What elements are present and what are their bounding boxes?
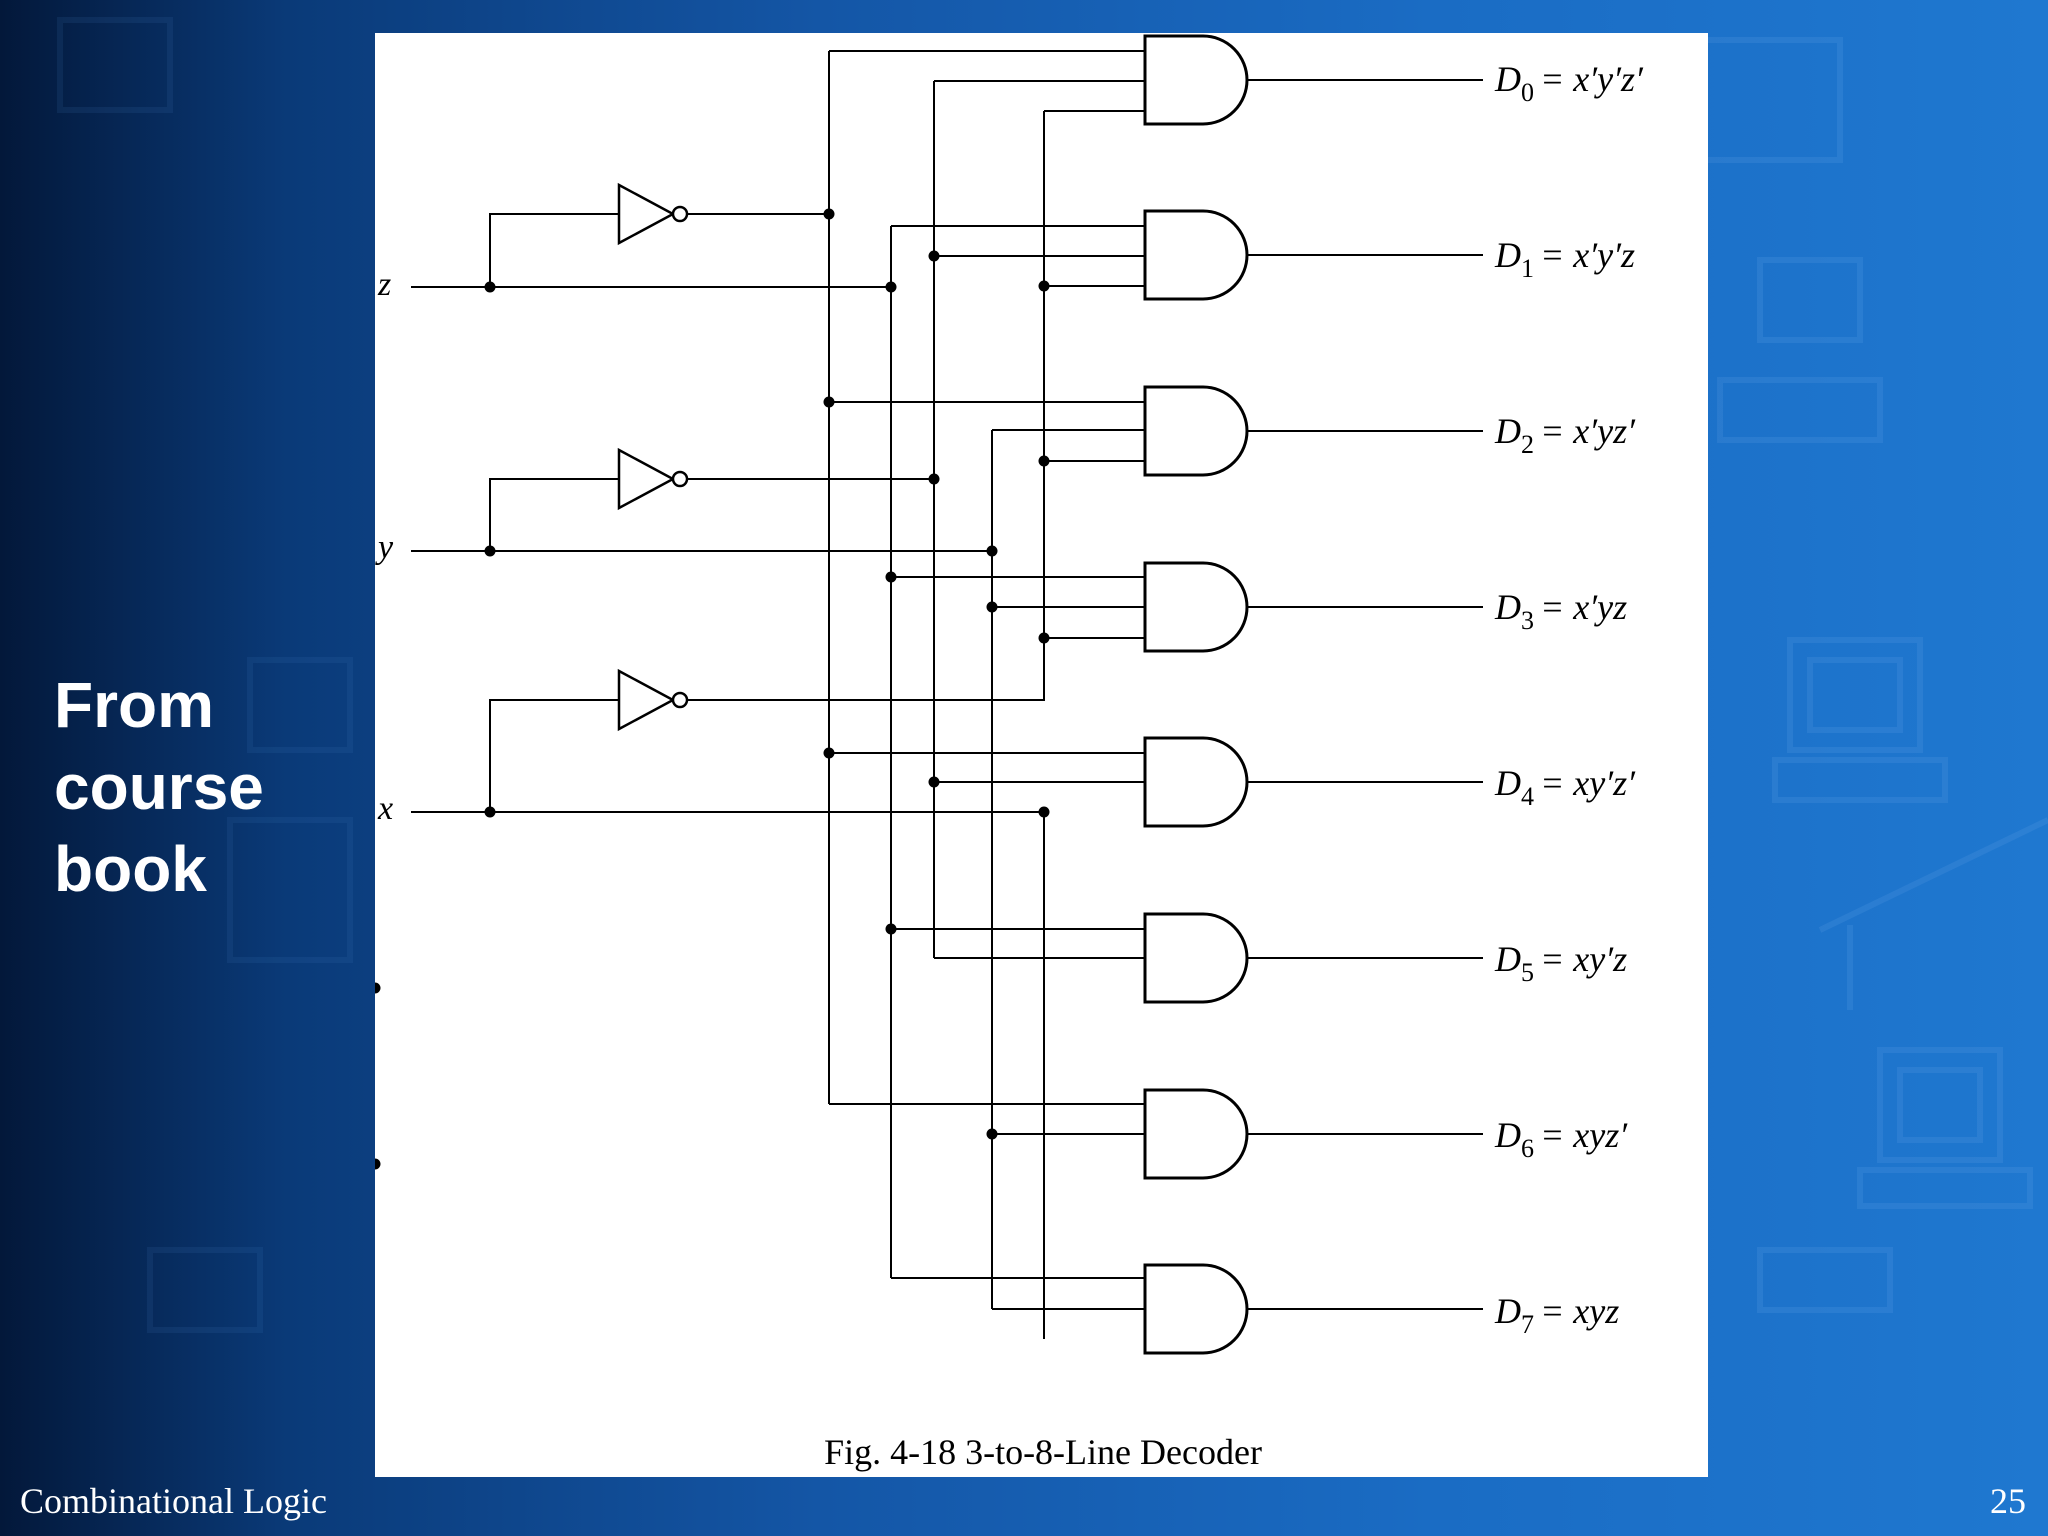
junction-gate-3-0	[885, 571, 897, 583]
junction-gate-3-2	[1038, 632, 1050, 644]
junction-y	[986, 545, 998, 557]
junction-gate-4-1	[928, 776, 940, 788]
junction-gate-1-2	[1038, 280, 1050, 292]
side-label-line-2: course	[54, 751, 264, 823]
and-gate-7	[1143, 1263, 1249, 1355]
inverter-feed-z	[489, 213, 619, 287]
output-label-d0: D0= x′y′z′	[1494, 59, 1644, 107]
output-labels: D0= x′y′z′ D1= x′y′z D2= x′yz′ D3= x′yz …	[1494, 59, 1644, 1339]
output-label-d4: D4= xy′z′	[1494, 763, 1636, 811]
junction-dots	[375, 208, 1050, 1170]
junction-ybar	[928, 473, 940, 485]
decoder-figure: z y x D0= x′y′z′ D1= x′y′z D2= x′yz′ D3=…	[375, 33, 1708, 1477]
junction-gate-4-0	[823, 747, 835, 759]
xbar-feed	[687, 111, 1045, 701]
inverter-bubble-z	[671, 205, 689, 223]
and-gate-6	[1143, 1088, 1249, 1180]
junction-gate-2-0	[823, 396, 835, 408]
inverter-x	[617, 668, 676, 732]
junction-x	[1038, 806, 1050, 818]
junction-gate-2-2	[1038, 455, 1050, 467]
inverter-z	[617, 182, 676, 246]
and-gate-2	[1143, 385, 1249, 477]
page-number: 25	[1990, 1481, 2026, 1521]
inverter-bubble-y	[671, 470, 689, 488]
junction-gate-3-1	[986, 601, 998, 613]
output-label-d6: D6= xyz′	[1494, 1115, 1628, 1163]
junction-gate-6-2	[375, 1158, 381, 1170]
inverter-feed-y	[489, 478, 619, 551]
output-label-d2: D2= x′yz′	[1494, 411, 1636, 459]
input-label-x: x	[377, 790, 393, 827]
and-gate-4	[1143, 736, 1249, 828]
and-gate-3	[1143, 561, 1249, 653]
figure-caption: Fig. 4-18 3-to-8-Line Decoder	[824, 1432, 1262, 1472]
inverter-y	[617, 447, 676, 511]
output-label-d7: D7= xyz	[1494, 1291, 1619, 1339]
junction-z-split	[484, 281, 496, 293]
side-label-line-3: book	[54, 833, 207, 905]
junction-gate-5-2	[375, 982, 381, 994]
and-gates	[1143, 34, 1249, 1355]
junction-gate-6-1	[986, 1128, 998, 1140]
junction-z	[885, 281, 897, 293]
junction-zbar	[823, 208, 835, 220]
input-label-z: z	[377, 266, 391, 303]
decoder-circuit: z y x D0= x′y′z′ D1= x′y′z D2= x′yz′ D3=…	[375, 33, 1644, 1472]
and-gate-5	[1143, 912, 1249, 1004]
and-gate-1	[1143, 209, 1249, 301]
output-label-d3: D3= x′yz	[1494, 587, 1627, 635]
side-label: From course book	[54, 664, 374, 910]
output-label-d5: D5= xy′z	[1494, 939, 1627, 987]
junction-y-split	[484, 545, 496, 557]
inverters	[617, 182, 689, 732]
junction-gate-5-0	[885, 923, 897, 935]
input-label-y: y	[375, 529, 394, 566]
junction-gate-1-1	[928, 250, 940, 262]
inverter-bubble-x	[671, 691, 689, 709]
inverter-feed-x	[489, 699, 619, 812]
and-gate-0	[1143, 34, 1249, 126]
output-label-d1: D1= x′y′z	[1494, 235, 1635, 283]
circuit-wires	[411, 51, 1483, 1339]
junction-x-split	[484, 806, 496, 818]
footer-title: Combinational Logic	[20, 1481, 327, 1521]
side-label-line-1: From	[54, 669, 214, 741]
